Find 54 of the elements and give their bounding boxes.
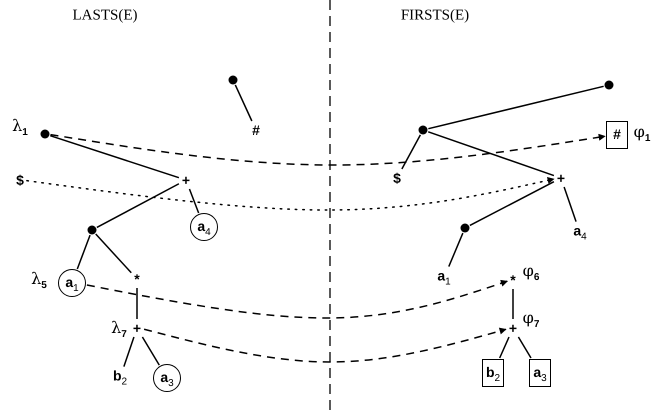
node-symbol: + xyxy=(130,320,144,336)
mapping-arrow xyxy=(86,280,508,319)
node-symbol: a$_{1}$ xyxy=(435,268,453,288)
node-symbol: b$_{2}$ xyxy=(110,368,130,388)
node-symbol: a$_{4}$ xyxy=(571,222,589,244)
node-symbol: * xyxy=(132,271,142,287)
position-label: λ$_{1}$ xyxy=(12,118,28,138)
tree-branch xyxy=(428,86,604,130)
tree-branch xyxy=(563,186,577,222)
mapping-arrow xyxy=(50,134,606,166)
node-symbol: $ xyxy=(391,170,403,186)
tree-branch xyxy=(518,336,532,358)
column-heading: LASTS(E) xyxy=(72,8,138,24)
node-dot xyxy=(228,76,238,84)
node-dot xyxy=(604,80,614,90)
position-label: φ$_{7}$ xyxy=(522,310,540,330)
tree-branch xyxy=(142,336,160,366)
mapping-arrow xyxy=(144,328,507,363)
boxed-symbol: b$_{2}$ xyxy=(482,359,504,387)
node-dot xyxy=(88,226,96,234)
tree-branch xyxy=(234,84,253,122)
boxed-symbol: # xyxy=(606,121,628,149)
tree-branch xyxy=(76,234,91,270)
circled-symbol: a$_{4}$ xyxy=(190,213,218,241)
position-label: λ$_{5}$ xyxy=(31,270,47,292)
tree-branch xyxy=(512,289,514,319)
tree-branch xyxy=(498,336,510,358)
mapping-arrow xyxy=(26,176,555,211)
node-dot xyxy=(418,126,428,134)
position-label: φ$_{6}$ xyxy=(522,262,540,284)
node-dot xyxy=(460,224,470,232)
circled-symbol: a$_{1}$ xyxy=(58,269,86,297)
tree-branch xyxy=(188,188,200,214)
node-symbol: + xyxy=(554,170,568,186)
node-dot xyxy=(40,130,50,138)
node-symbol: + xyxy=(506,320,520,336)
node-symbol: + xyxy=(180,172,192,188)
position-label: λ$_{7}$ xyxy=(111,320,127,340)
tree-branch xyxy=(448,232,464,267)
tree-branch xyxy=(470,181,554,226)
tree-branch xyxy=(95,234,132,274)
node-symbol: $ xyxy=(14,172,26,188)
boxed-symbol: a$_{3}$ xyxy=(529,359,551,387)
tree-branch xyxy=(96,183,180,228)
tree-branch xyxy=(136,288,138,319)
node-symbol: * xyxy=(508,272,518,288)
tree-branch xyxy=(50,135,180,178)
tree-branch xyxy=(428,131,554,176)
column-heading: FIRSTS(E) xyxy=(400,8,470,24)
circled-symbol: a$_{3}$ xyxy=(153,364,181,392)
position-label: φ$_{1}$ xyxy=(634,124,650,144)
node-symbol: # xyxy=(250,122,262,138)
tree-branch xyxy=(401,134,422,170)
tree-branch xyxy=(123,336,135,367)
